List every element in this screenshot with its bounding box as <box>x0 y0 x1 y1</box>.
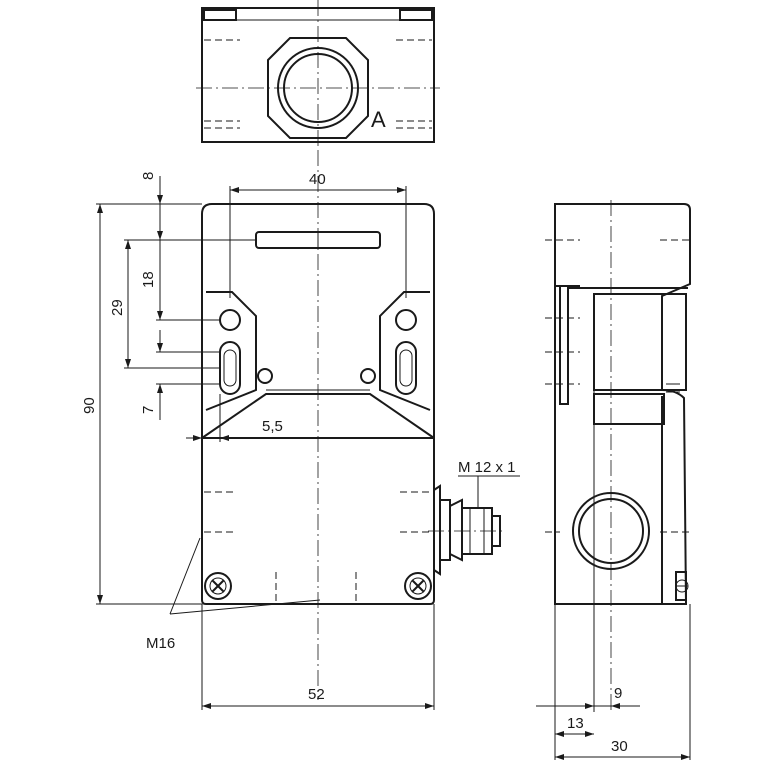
dim-9: 9 <box>614 685 622 702</box>
dim-29: 29 <box>109 299 126 316</box>
dim-90: 90 <box>81 397 98 414</box>
connector-label: M 12 x 1 <box>458 459 516 476</box>
dim-13: 13 <box>567 715 584 732</box>
top-view: A <box>196 0 440 150</box>
dim-7: 7 <box>140 406 157 414</box>
marker-a: A <box>371 107 386 132</box>
dim-52: 52 <box>308 686 325 703</box>
screw-left-icon <box>204 572 232 600</box>
screw-side-icon <box>675 571 689 601</box>
screw-right-icon <box>404 572 432 600</box>
front-view: M 12 x 1 40 8 18 29 7 <box>81 150 520 710</box>
dim-8: 8 <box>140 172 157 180</box>
dim-30: 30 <box>611 738 628 755</box>
m12-connector-icon <box>428 484 506 576</box>
thread-label: M16 <box>146 635 175 652</box>
dim-5-5: 5,5 <box>262 418 283 435</box>
side-view: 9 13 30 <box>536 200 692 760</box>
dim-40: 40 <box>309 171 326 188</box>
dim-18: 18 <box>140 271 157 288</box>
